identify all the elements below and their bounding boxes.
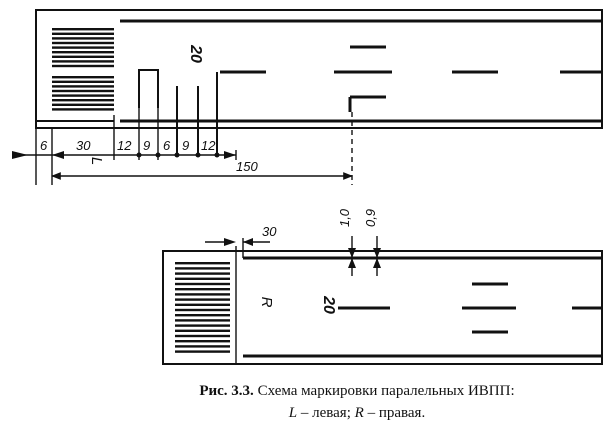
threshold-bar: [52, 89, 114, 93]
dim-label-9-right: 9: [182, 138, 189, 153]
threshold-bar: [52, 76, 114, 79]
threshold-bar: [175, 262, 230, 265]
bottom-side-letter: R: [258, 297, 275, 308]
top-runway: 20: [35, 9, 603, 154]
threshold-bar: [52, 85, 114, 88]
dim-label-1-0: 1,0: [337, 208, 352, 227]
threshold-bar: [175, 293, 230, 296]
threshold-bar: [175, 277, 230, 280]
top-threshold-bars: [52, 28, 114, 111]
bottom-threshold-bars: [175, 262, 230, 353]
bottom-dimension-ticks: [224, 238, 381, 268]
threshold-bar: [52, 80, 114, 83]
top-touchdown-marks: [138, 69, 218, 154]
dim-label-6: 6: [40, 138, 48, 153]
caption-title: Схема маркировки паралельных ИВПП:: [253, 383, 515, 399]
top-aiming-marks: [348, 45, 386, 112]
dim-label-12-left: 12: [117, 138, 132, 153]
threshold-bar: [175, 314, 230, 317]
threshold-bar: [175, 308, 230, 312]
dim-label-0-9: 0,9: [363, 209, 378, 227]
threshold-bar: [52, 60, 114, 63]
threshold-bar: [175, 345, 230, 348]
threshold-bar: [52, 37, 114, 40]
threshold-bar: [52, 108, 114, 111]
bottom-marking-number: 20: [320, 295, 337, 314]
top-dimension-labels: 6 30 12 9 6 9 12 150 L: [40, 138, 258, 174]
threshold-bar: [175, 298, 230, 301]
threshold-bar: [175, 288, 230, 291]
caption-r-text: – правая.: [363, 405, 426, 421]
threshold-bar: [52, 46, 114, 49]
threshold-bar: [175, 303, 230, 306]
threshold-bar: [175, 272, 230, 275]
threshold-bar: [175, 282, 230, 286]
threshold-bar: [52, 32, 114, 35]
dim-label-150: 150: [236, 159, 258, 174]
threshold-bar: [175, 329, 230, 332]
threshold-bar: [175, 334, 230, 338]
top-runway-outline: [35, 9, 603, 129]
threshold-bar: [175, 340, 230, 343]
top-dimension-ticks: [12, 151, 236, 159]
caption-l-text: – левая;: [297, 405, 355, 421]
bottom-aiming-marks: [472, 282, 508, 334]
caption-l-letter: L: [288, 405, 298, 421]
top-marking-number: 20: [187, 44, 204, 63]
bottom-dimension-labels: 30 1,0 0,9: [262, 208, 378, 239]
threshold-bar: [175, 350, 230, 353]
threshold-bar: [175, 267, 230, 270]
threshold-bar: [52, 28, 114, 31]
dim-label-12-right: 12: [201, 138, 216, 153]
threshold-bar: [175, 324, 230, 327]
dim-label-bottom-30: 30: [262, 224, 277, 239]
caption-line-2: L – левая; R – правая.: [122, 404, 592, 423]
threshold-bar: [52, 64, 114, 68]
dim-label-9-left: 9: [143, 138, 150, 153]
caption-figure-label: Рис. 3.3.: [199, 383, 254, 399]
threshold-bar: [52, 94, 114, 97]
dim-label-6-mid: 6: [163, 138, 171, 153]
caption-line-1: Рис. 3.3. Схема маркировки паралельных И…: [122, 382, 592, 401]
caption-r-letter: R: [354, 405, 364, 421]
threshold-bar: [52, 103, 114, 106]
top-side-letter: L: [88, 157, 105, 165]
threshold-bar: [52, 41, 114, 45]
bottom-runway: R 20: [162, 246, 603, 365]
threshold-bar: [52, 55, 114, 58]
dim-label-30: 30: [76, 138, 91, 153]
threshold-bar: [52, 51, 114, 54]
threshold-bar: [175, 319, 230, 322]
threshold-bar: [52, 99, 114, 102]
